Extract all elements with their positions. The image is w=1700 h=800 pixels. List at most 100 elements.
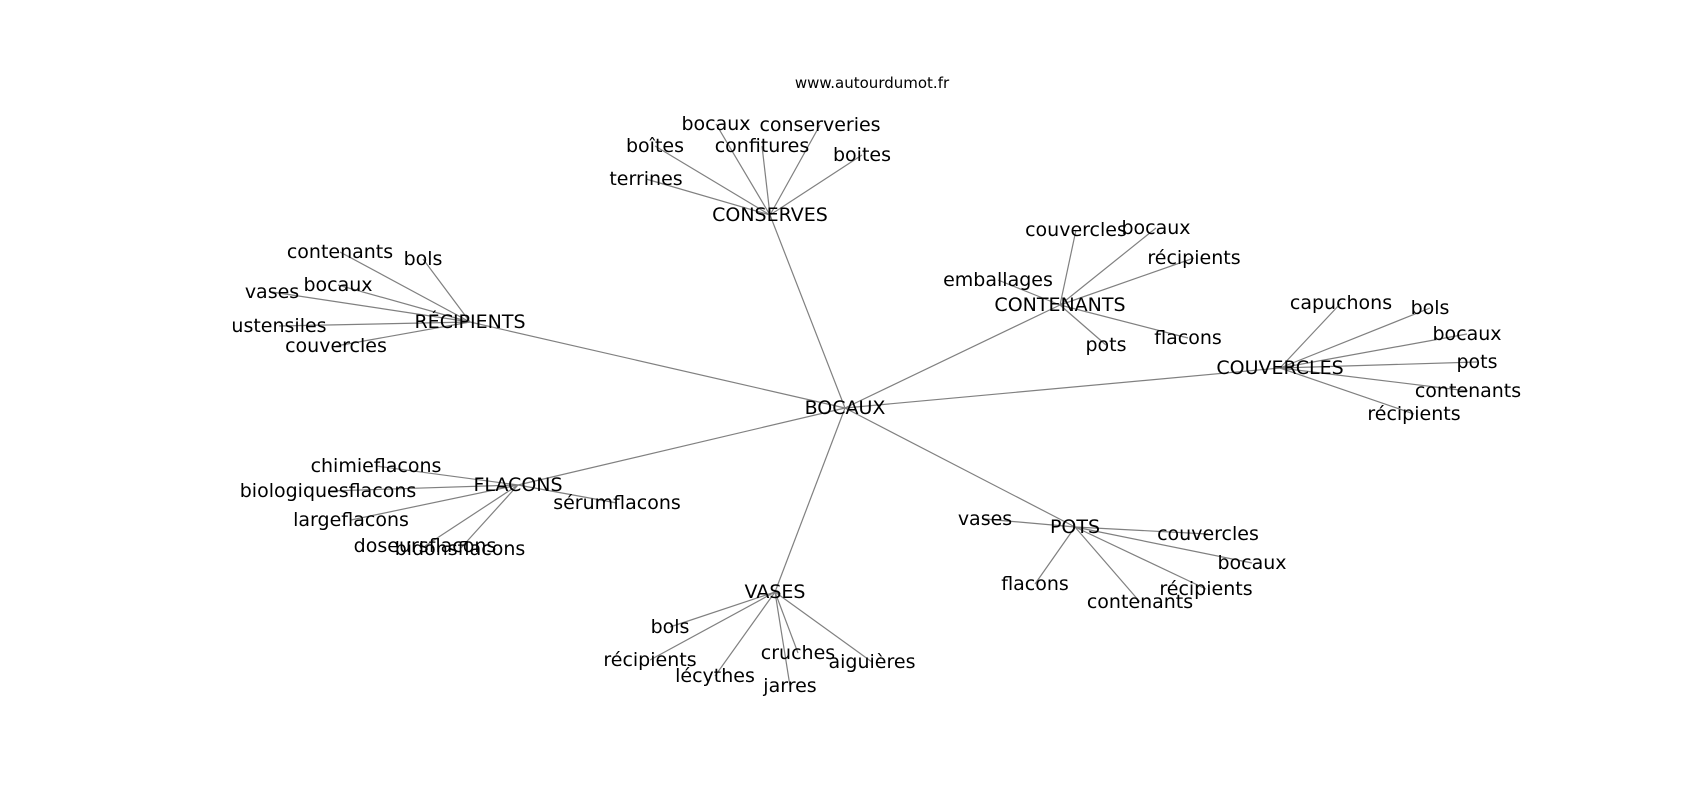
child-node-label: bocaux <box>303 274 372 296</box>
child-node-label: sérumflacons <box>553 492 681 514</box>
child-node-label: aiguières <box>829 651 916 673</box>
child-node-label: doseursflacons <box>354 535 497 557</box>
edge-couvercles-child <box>1279 333 1468 369</box>
child-node-label: ustensiles <box>231 315 326 337</box>
child-node-label: couvercles <box>1025 219 1127 241</box>
child-node-label: terrines <box>609 168 682 190</box>
edge-center-pots <box>844 407 1076 528</box>
edge-vases-child <box>774 591 791 687</box>
edge-flacons-child <box>350 484 519 521</box>
edge-conserves-child <box>761 145 771 216</box>
child-node-label: récipients <box>603 649 696 671</box>
child-node-label: bocaux <box>1217 552 1286 574</box>
edge-couvercles-child <box>1279 367 1469 392</box>
edge-pots-child <box>1074 526 1253 564</box>
edge-center-couvercles <box>844 367 1281 409</box>
child-node-label: couvercles <box>1157 523 1259 545</box>
child-node-label: contenants <box>1087 591 1193 613</box>
edge-contenants-child <box>997 279 1061 306</box>
group-node-pots: POTS <box>1050 516 1100 538</box>
edge-flacons-child <box>517 484 618 504</box>
edge-pots-child <box>1074 526 1209 535</box>
child-node-label: récipients <box>1147 247 1240 269</box>
child-node-label: bocaux <box>1432 323 1501 345</box>
child-node-label: bocaux <box>681 113 750 135</box>
edge-center-contenants <box>844 304 1061 409</box>
edge-recipients-child <box>278 321 471 327</box>
edge-flacons-child <box>327 484 519 492</box>
edge-contenants-child <box>1059 304 1189 339</box>
edge-pots-child <box>1034 526 1076 585</box>
group-node-contenants: CONTENANTS <box>994 294 1125 316</box>
child-node-label: conserveries <box>759 114 880 136</box>
edge-recipients-child <box>337 284 471 323</box>
edge-contenants-child <box>1059 227 1157 306</box>
edge-center-vases <box>774 407 846 593</box>
child-node-label: boîtes <box>626 135 684 157</box>
edge-center-flacons <box>517 407 846 486</box>
child-node-label: capuchons <box>1290 292 1392 314</box>
child-node-label: bols <box>1411 297 1450 319</box>
edge-conserves-child <box>645 178 771 216</box>
child-node-label: largeflacons <box>293 509 409 531</box>
edge-conserves-child <box>654 145 771 216</box>
child-node-label: lécythes <box>675 665 755 687</box>
edge-contenants-child <box>1059 229 1077 306</box>
edge-couvercles-child <box>1279 367 1415 415</box>
child-node-label: contenants <box>1415 380 1521 402</box>
center-node-label: BOCAUX <box>805 397 886 419</box>
edge-center-recipients <box>469 321 846 409</box>
group-node-recipients: RÉCIPIENTS <box>414 310 525 333</box>
edge-recipients-child <box>339 251 471 323</box>
edge-recipients-child <box>335 321 471 347</box>
group-node-flacons: FLACONS <box>473 474 562 496</box>
child-node-label: vases <box>958 508 1012 530</box>
group-node-couvercles: COUVERCLES <box>1216 357 1343 379</box>
edge-recipients-child <box>271 291 471 323</box>
group-node-vases: VASES <box>745 581 806 603</box>
edge-pots-child <box>1074 526 1207 590</box>
edge-flacons-child <box>424 484 519 547</box>
edge-conserves-child <box>769 124 821 216</box>
edge-couvercles-child <box>1279 361 1478 369</box>
child-node-label: vases <box>245 281 299 303</box>
edge-vases-child <box>714 591 776 677</box>
child-node-label: bols <box>651 616 690 638</box>
child-node-label: emballages <box>943 269 1053 291</box>
child-node-label: confitures <box>715 135 810 157</box>
child-node-label: cruches <box>761 642 835 664</box>
edge-recipients-child <box>422 258 471 323</box>
child-node-label: récipients <box>1367 403 1460 425</box>
child-node-label: pots <box>1085 334 1126 356</box>
edge-conserves-child <box>715 123 771 216</box>
child-node-label: biologiquesflacons <box>240 480 417 502</box>
child-node-label: pots <box>1456 351 1497 373</box>
edge-contenants-child <box>1059 304 1107 346</box>
child-node-label: bocaux <box>1121 217 1190 239</box>
edge-flacons-child <box>375 465 519 486</box>
child-node-label: bidonsflacons <box>395 538 526 560</box>
labels-layer: bocaux conserveries boîtes confitures boites… <box>231 113 1521 697</box>
child-node-label: bols <box>404 248 443 270</box>
edge-vases-child <box>774 591 873 663</box>
edge-vases-child <box>649 591 776 661</box>
edge-couvercles-child <box>1279 307 1431 369</box>
edge-vases-child <box>669 591 776 628</box>
child-node-label: contenants <box>287 241 393 263</box>
source-url: www.autourdumot.fr <box>795 74 950 92</box>
child-node-label: jarres <box>762 675 816 697</box>
edge-pots-child <box>984 518 1076 528</box>
group-node-conserves: CONSERVES <box>712 204 828 226</box>
edge-contenants-child <box>1059 257 1195 306</box>
child-node-label: récipients <box>1159 578 1252 600</box>
child-node-label: boites <box>833 144 891 166</box>
child-node-label: couvercles <box>285 335 387 357</box>
edge-conserves-child <box>769 154 863 216</box>
child-node-label: chimieflacons <box>311 455 442 477</box>
child-node-label: flacons <box>1001 573 1069 595</box>
edge-vases-child <box>774 591 799 654</box>
child-node-label: flacons <box>1154 327 1222 349</box>
edge-flacons-child <box>459 484 519 550</box>
edge-couvercles-child <box>1279 302 1342 369</box>
